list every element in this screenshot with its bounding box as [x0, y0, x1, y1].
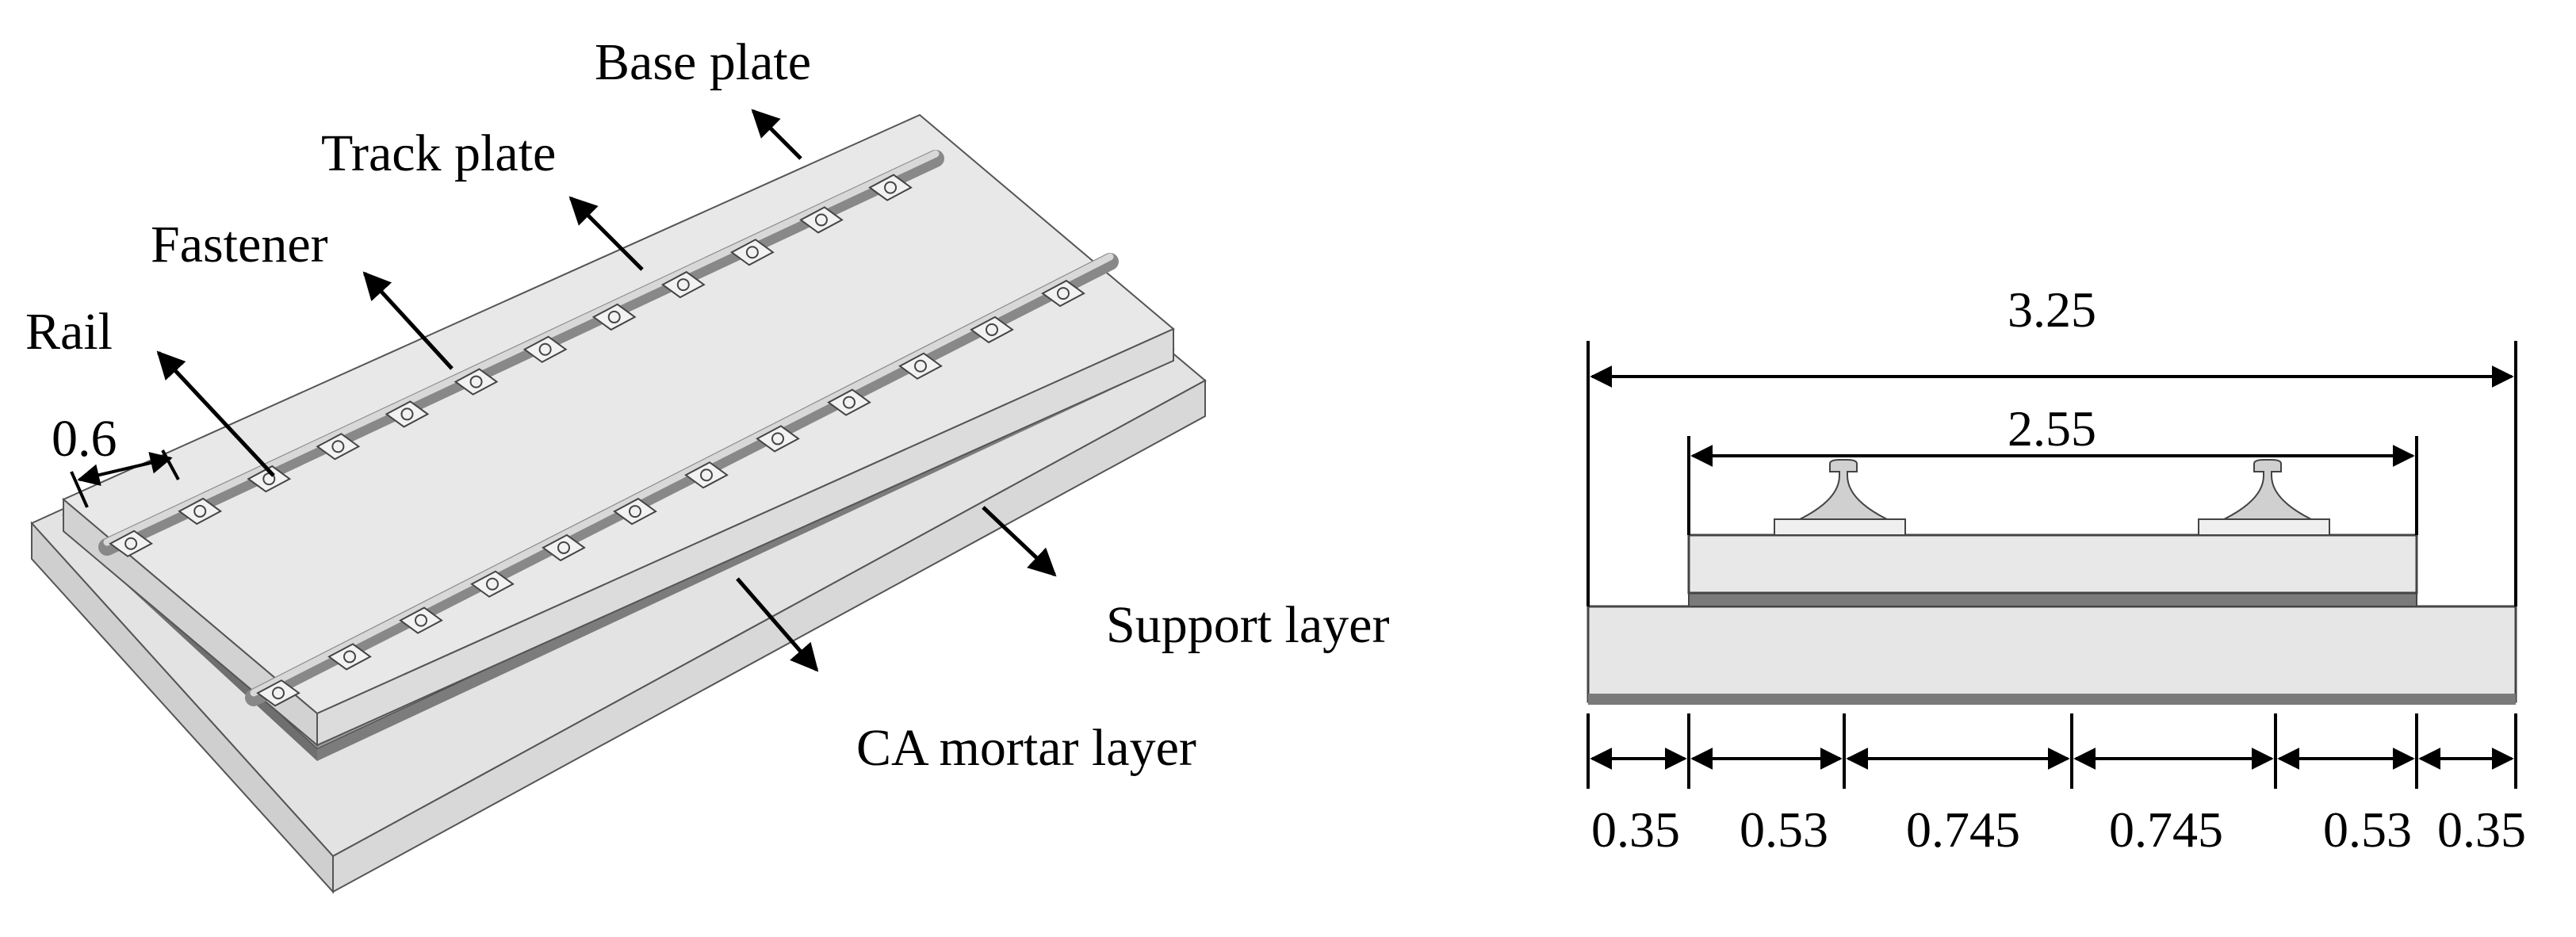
rail-left	[98, 150, 944, 556]
fastener-icon	[327, 643, 372, 671]
fastener-icon	[522, 335, 568, 363]
fastener-icon	[256, 679, 300, 707]
segment-dimension-label: 0.53	[1740, 801, 1828, 858]
section-rail-right	[2198, 459, 2330, 536]
cross-section-view: 3.25 2.55 0.35 0.53 0.745 0.745 0.53 0.35	[1587, 281, 2526, 858]
segment-dimension-label: 0.35	[1591, 801, 1680, 858]
rail-spacing-dimension	[1687, 436, 2418, 535]
fastener-icon	[868, 174, 913, 201]
fastener-icon	[827, 388, 871, 416]
support-layer-label: Support layer	[1106, 596, 1389, 654]
ca-mortar-arrow	[736, 577, 819, 672]
leader-arrows	[156, 109, 1057, 672]
fastener-icon	[756, 425, 800, 453]
fastener-icon	[399, 606, 443, 634]
rail-right	[245, 253, 1119, 706]
segment-dimension-label: 0.35	[2437, 801, 2526, 858]
fastener-icon	[591, 303, 637, 331]
fastener-icon	[970, 316, 1014, 344]
fastener-icon	[316, 433, 361, 461]
fastener-icon	[729, 239, 775, 266]
fastener-icon	[898, 352, 943, 380]
fastener-icon	[613, 497, 657, 526]
rail-spacing-label: 2.55	[2008, 400, 2096, 457]
segment-dimension-label: 0.745	[2109, 801, 2223, 858]
offset-dim-label: 0.6	[52, 410, 117, 468]
fastener-icon	[542, 534, 586, 562]
fastener-icon	[109, 530, 154, 557]
fastener-arrow	[362, 271, 454, 370]
track-plate-label: Track plate	[321, 124, 556, 182]
section-support-layer	[1587, 605, 2517, 703]
section-track-plate	[1687, 534, 2418, 595]
ca-mortar-layer-label: CA mortar layer	[856, 719, 1196, 777]
base-plate-label: Base plate	[595, 33, 811, 91]
offset-dimension	[70, 449, 180, 508]
fastener-icon	[1041, 279, 1085, 308]
fastener-icon	[178, 497, 223, 526]
support-layer-arrow	[982, 506, 1057, 577]
section-rail-left	[1774, 459, 1906, 536]
overall-width-label: 3.25	[2008, 281, 2096, 338]
fastener-icon	[385, 400, 430, 428]
fastener-label: Fastener	[151, 216, 328, 273]
fastener-icon	[470, 570, 515, 598]
rail-arrow	[156, 350, 275, 477]
overall-width-dimension	[1587, 341, 2517, 606]
rail-label: Rail	[25, 303, 113, 361]
base-plate-arrow	[751, 109, 802, 160]
track-plate-arrow	[568, 196, 644, 271]
segment-dimension-label: 0.53	[2323, 801, 2412, 858]
segment-dimension-label: 0.745	[1906, 801, 2020, 858]
section-support-mortar-strip	[1588, 694, 2516, 705]
bottom-segment-dimensions: 0.35 0.53 0.745 0.745 0.53 0.35	[1587, 713, 2526, 858]
fastener-icon	[799, 206, 844, 234]
fasteners	[109, 174, 1085, 707]
track-plate-slab	[62, 113, 1175, 748]
fastener-icon	[684, 461, 729, 489]
rails	[98, 150, 1119, 706]
isometric-view: Base plate Track plate Fastener Rail 0.6…	[25, 33, 1389, 894]
section-ca-mortar	[1688, 592, 2417, 607]
fastener-icon	[454, 368, 499, 396]
fastener-icon	[660, 270, 706, 299]
